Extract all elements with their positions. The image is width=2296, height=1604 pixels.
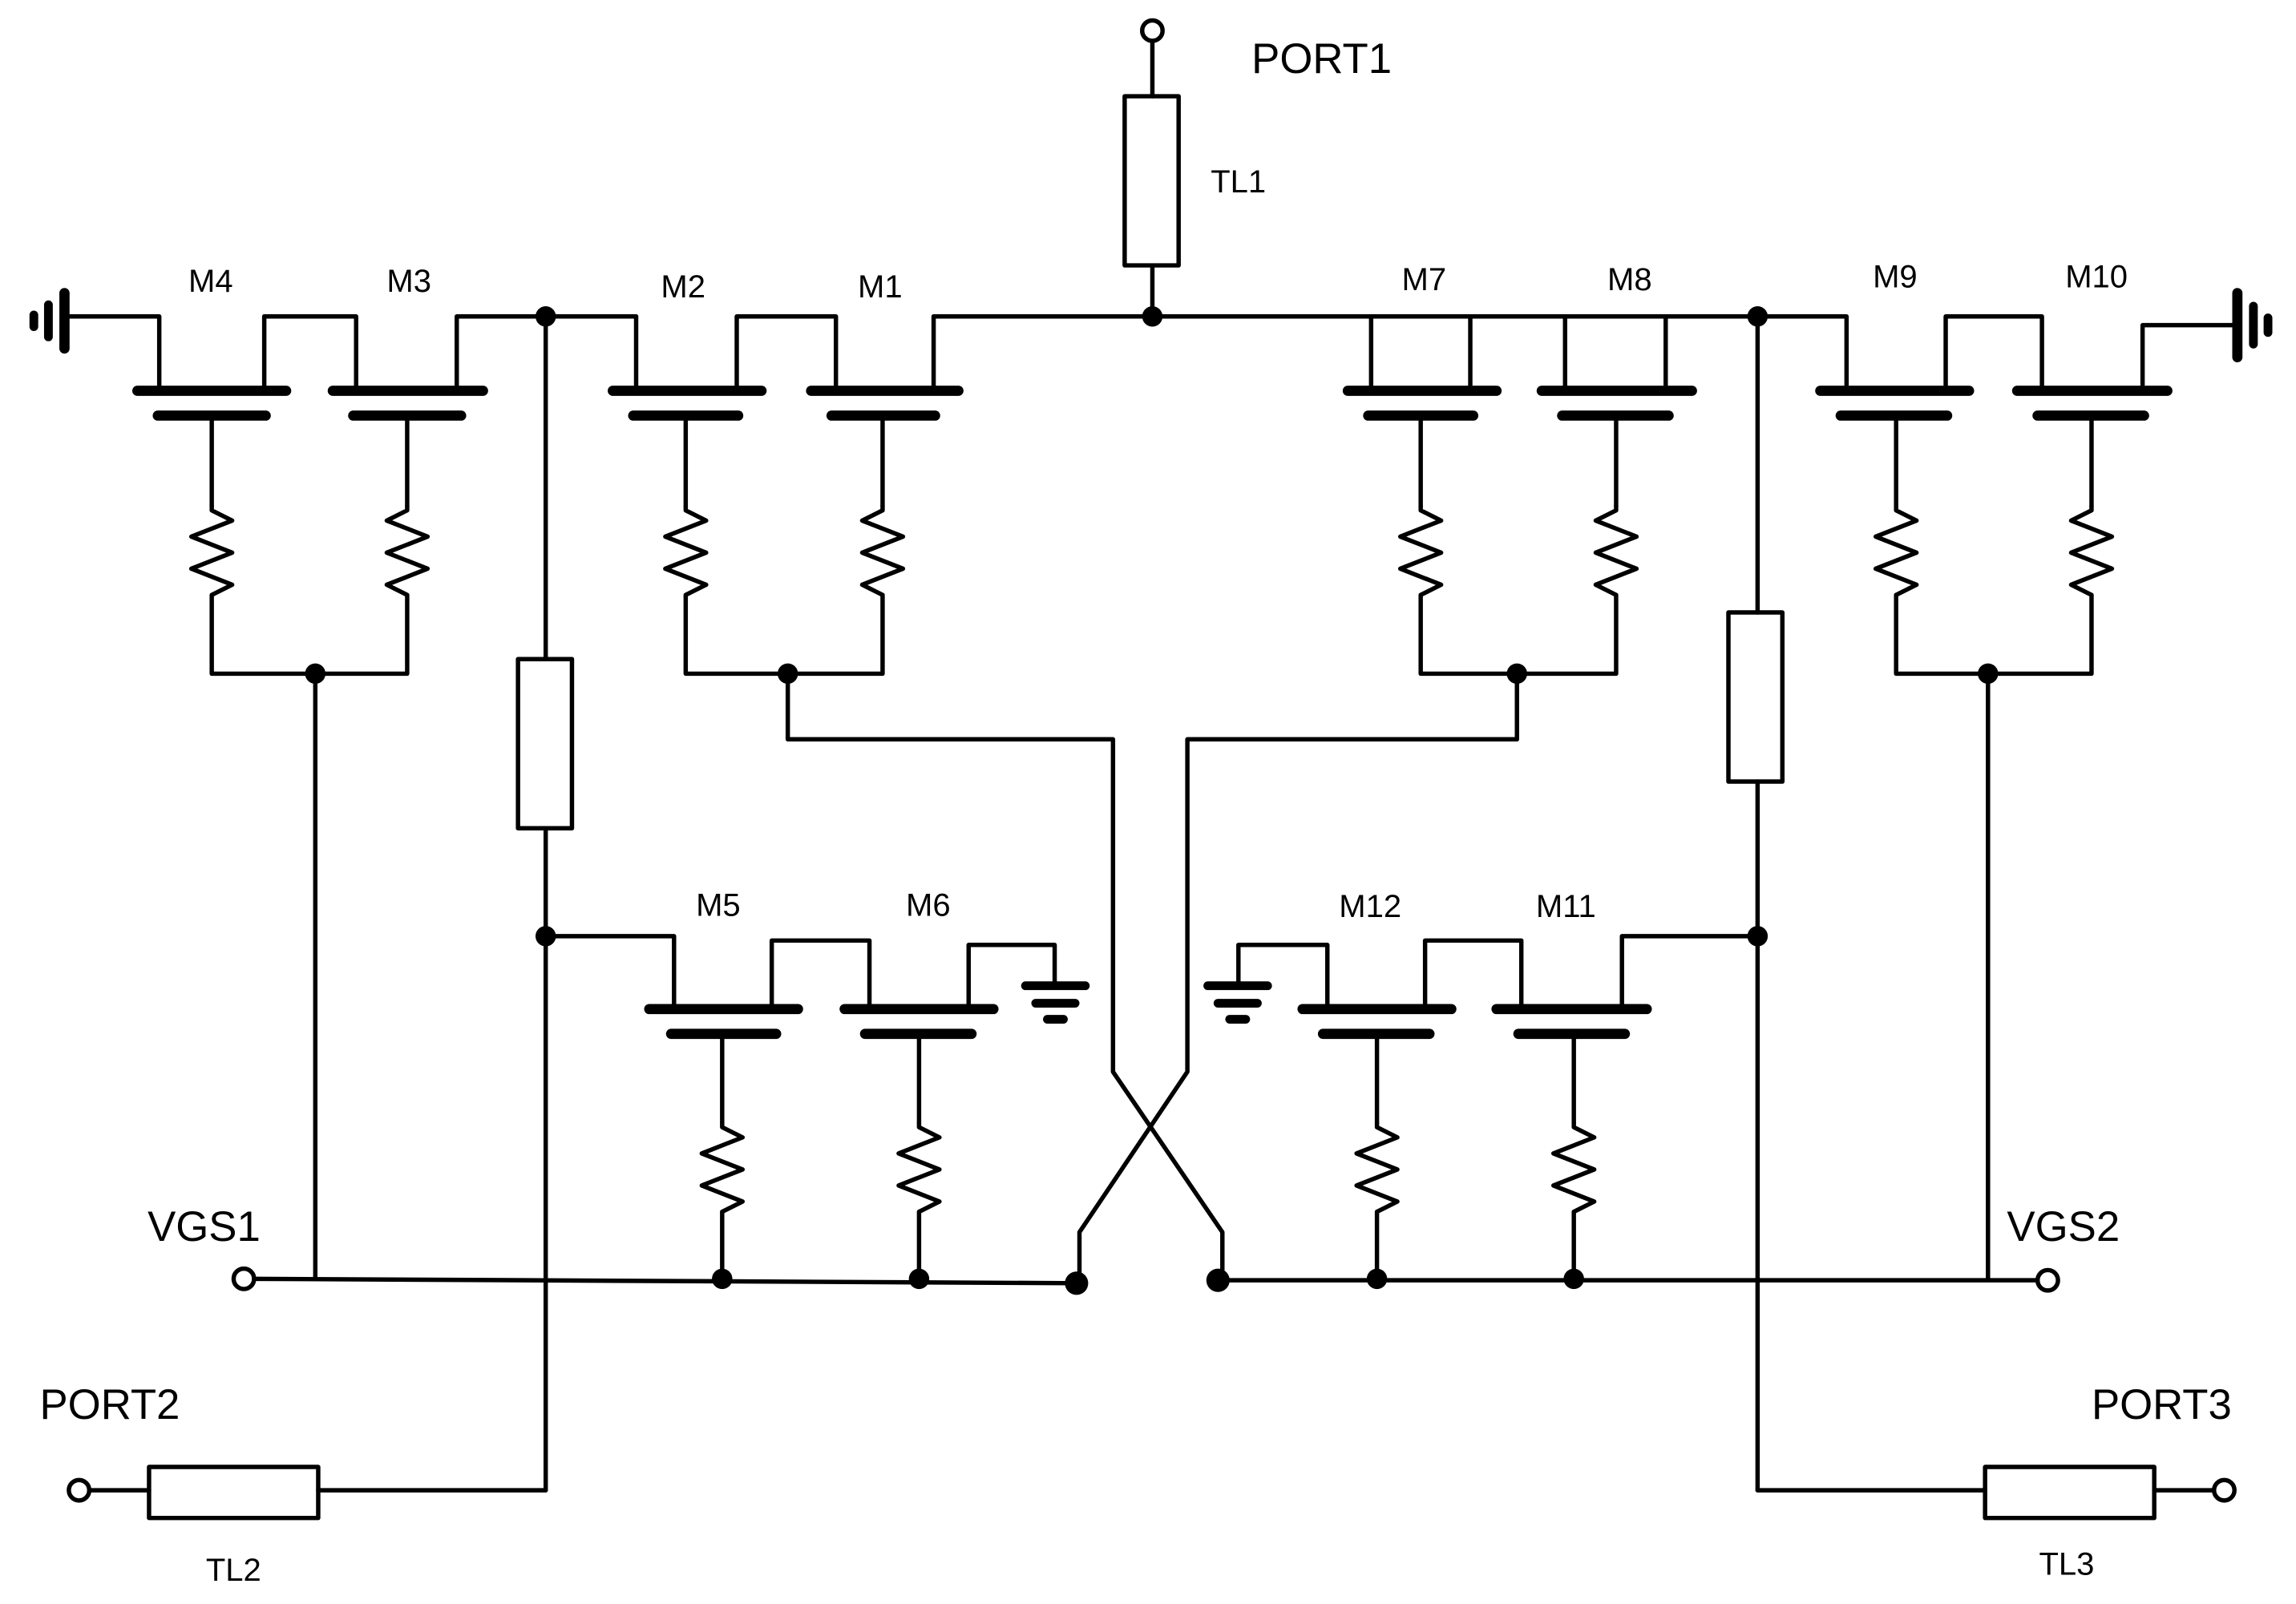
m2-label: M2	[661, 269, 705, 305]
ground-icon	[1203, 981, 1272, 1024]
resistor-icon	[896, 1120, 942, 1282]
tl3-transmission-line	[1983, 1465, 2157, 1521]
resistor-icon	[1873, 503, 2115, 677]
transistor-m6	[839, 943, 1057, 1125]
transistor-m5	[543, 934, 872, 1125]
resistor-icon	[1550, 1120, 1597, 1282]
m11-label: M11	[1536, 889, 1596, 924]
vgs1-rail	[252, 1276, 1079, 1286]
port1-terminal[interactable]	[1139, 18, 1165, 43]
vgs2-label: VGS2	[2007, 1203, 2120, 1250]
m10-label: M10	[2065, 259, 2128, 294]
ground-icon	[29, 288, 70, 354]
port3-terminal[interactable]	[2212, 1477, 2237, 1503]
transistor-m2	[608, 314, 839, 508]
tl1-transmission-line	[1122, 94, 1181, 268]
ground-icon	[1021, 981, 1090, 1024]
transistor-m11	[1491, 934, 1760, 1125]
m6-label: M6	[906, 887, 951, 923]
cross-coupling-wire	[785, 671, 1225, 1283]
resistor-icon	[1397, 503, 1639, 677]
shunt-transmission-line-right	[1726, 610, 1785, 784]
transistor-m1	[806, 314, 964, 508]
tl2-label: TL2	[206, 1553, 261, 1588]
transistor-m9	[1755, 314, 2044, 508]
tl2-transmission-line	[147, 1465, 321, 1521]
m4-label: M4	[188, 264, 233, 299]
transistor-m12	[1236, 938, 1524, 1125]
m3-label: M3	[386, 264, 431, 299]
resistor-icon	[188, 503, 430, 677]
resistor-icon	[663, 503, 906, 677]
ground-icon	[2232, 288, 2273, 363]
port1-label: PORT1	[1251, 35, 1392, 83]
tl3-label: TL3	[2039, 1547, 2094, 1582]
resistor-icon	[699, 1120, 746, 1282]
junction-dots	[305, 306, 1999, 1295]
resistor-icon	[1354, 1120, 1400, 1282]
m5-label: M5	[696, 887, 741, 923]
port2-terminal[interactable]	[67, 1477, 92, 1503]
vgs2-terminal[interactable]	[2035, 1267, 2060, 1293]
vgs1-terminal[interactable]	[231, 1266, 257, 1291]
port2-label: PORT2	[39, 1381, 180, 1428]
vgs1-label: VGS1	[148, 1203, 261, 1250]
transistor-m7	[1342, 314, 1567, 508]
transistor-m8	[1536, 314, 1697, 508]
transistor-m3	[261, 314, 548, 508]
port3-label: PORT3	[2092, 1381, 2232, 1428]
m7-label: M7	[1402, 262, 1447, 297]
cross-coupling-wire	[1077, 671, 1519, 1286]
transistor-m10	[2011, 322, 2237, 508]
tl1-label: TL1	[1211, 164, 1266, 200]
m1-label: M1	[858, 269, 903, 305]
m9-label: M9	[1873, 259, 1918, 294]
shunt-transmission-line-left	[515, 657, 575, 830]
m8-label: M8	[1607, 262, 1652, 297]
transistor-m4	[67, 314, 292, 508]
m12-label: M12	[1339, 889, 1401, 924]
